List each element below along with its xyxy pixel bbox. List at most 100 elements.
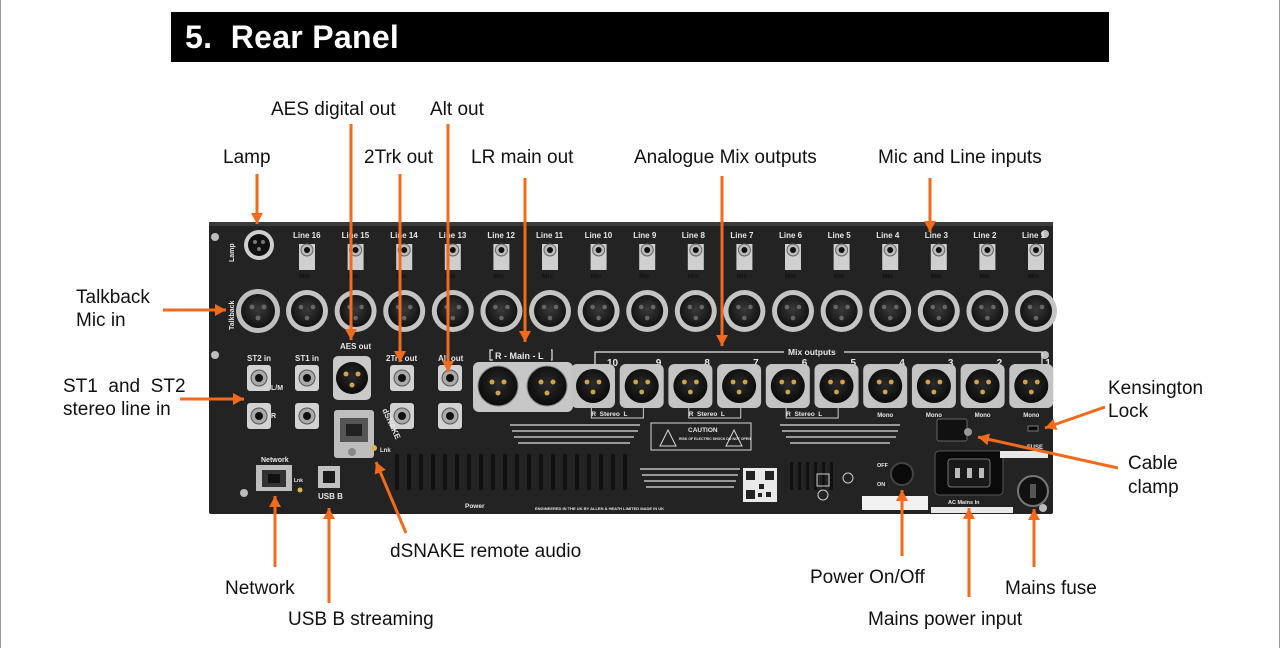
- main-xlr[interactable]: [526, 365, 568, 407]
- mix-output-xlr[interactable]: [571, 364, 615, 408]
- usb-b-port[interactable]: [318, 466, 340, 488]
- qr-code: [743, 468, 777, 502]
- mic-xlr[interactable]: [869, 290, 912, 332]
- cable-clamp[interactable]: [936, 418, 968, 442]
- mix-output-xlr[interactable]: [765, 364, 810, 408]
- panel-on-label: ON: [877, 482, 885, 488]
- power-switch[interactable]: [890, 462, 914, 486]
- line-input-jack[interactable]: [785, 243, 801, 270]
- vent-slot: [515, 454, 519, 490]
- line-input-jack[interactable]: [1028, 243, 1044, 270]
- vent-slot: [575, 454, 579, 490]
- line-input-jack[interactable]: [542, 243, 558, 270]
- mix-output-xlr[interactable]: [960, 364, 1005, 408]
- st2-jack[interactable]: [247, 403, 271, 429]
- line-input-jack[interactable]: [590, 243, 607, 270]
- line-input-jacks: [299, 243, 1044, 270]
- xlr-inputs: [286, 290, 1057, 332]
- stereo-pair-bracket: [688, 408, 742, 419]
- mic-xlr[interactable]: [723, 290, 766, 332]
- mic-xlr[interactable]: [480, 290, 523, 332]
- two-trk-jack[interactable]: [390, 365, 414, 391]
- section-title-text: Rear Panel: [230, 19, 400, 55]
- mix-stereo-label: R Stereo L: [689, 411, 725, 418]
- panel-lamp-label: Lamp: [229, 243, 236, 262]
- mix-output-number: 7: [753, 358, 759, 369]
- mix-output-xlr[interactable]: [814, 364, 859, 408]
- mic-xlr[interactable]: [674, 290, 717, 332]
- mix-output-xlr[interactable]: [1009, 364, 1054, 408]
- line-input-jack[interactable]: [493, 243, 510, 270]
- mic-xlr[interactable]: [917, 290, 960, 332]
- alt-jack[interactable]: [438, 403, 462, 429]
- dsnake-port[interactable]: [334, 410, 374, 458]
- mix-output-number: 8: [704, 358, 710, 369]
- mic-xlr[interactable]: [820, 290, 863, 332]
- fuse-rating-box: [1000, 451, 1048, 458]
- vent-slot: [527, 454, 531, 490]
- callout-arrow: [394, 174, 406, 362]
- mic-label: Mic: [785, 273, 796, 280]
- panel-usb-label: USB B: [318, 492, 343, 501]
- line-input-jack[interactable]: [979, 243, 996, 270]
- line-input-jack[interactable]: [687, 243, 704, 270]
- mic-label: Mic: [591, 273, 602, 280]
- line-input-jack[interactable]: [736, 243, 753, 270]
- mic-label: Mic: [396, 273, 407, 280]
- line-input-jack[interactable]: [882, 243, 899, 270]
- mic-xlr[interactable]: [383, 290, 426, 332]
- callout-usb: USB B streaming: [288, 609, 434, 630]
- kensington-slot[interactable]: [1027, 425, 1039, 432]
- callout-arrow: [963, 508, 975, 597]
- mains-inlet[interactable]: [934, 450, 1004, 496]
- mic-xlr[interactable]: [286, 290, 328, 332]
- st2-jack[interactable]: [247, 365, 271, 391]
- mic-xlr[interactable]: [772, 290, 814, 332]
- lamp-socket[interactable]: [244, 230, 274, 260]
- st1-jack[interactable]: [295, 403, 319, 429]
- mix-output-number: 4: [899, 358, 905, 369]
- line-label: Line 15: [342, 231, 370, 240]
- vent-slot: [431, 454, 435, 490]
- mic-xlr[interactable]: [1015, 290, 1057, 332]
- mix-output-xlr[interactable]: [911, 364, 956, 408]
- line-input-jack[interactable]: [299, 243, 315, 270]
- mic-xlr[interactable]: [334, 290, 377, 332]
- two-trk-jack[interactable]: [390, 403, 414, 429]
- panel-aes-label: AES out: [340, 342, 371, 351]
- line-input-jack[interactable]: [833, 243, 850, 270]
- mix-output-number: 3: [948, 358, 954, 369]
- mic-xlr[interactable]: [626, 290, 669, 332]
- mic-xlr[interactable]: [577, 290, 620, 332]
- aes-out-xlr[interactable]: [333, 356, 371, 400]
- main-lr-label-bg: [493, 349, 551, 361]
- mix-output-xlr[interactable]: [619, 364, 664, 408]
- mix-output-xlr[interactable]: [863, 364, 908, 408]
- compliance-logos: [816, 472, 854, 501]
- panel-alt-label: Alt out: [438, 354, 464, 363]
- st1-jack[interactable]: [295, 365, 319, 391]
- alt-jack[interactable]: [438, 365, 462, 391]
- mic-label: Mic: [688, 273, 699, 280]
- line-input-jack[interactable]: [930, 243, 947, 270]
- vent-slot: [479, 454, 483, 490]
- panel-lnk-label: Lnk: [380, 448, 391, 454]
- mic-label: Mic: [979, 273, 990, 280]
- mic-label: Mic: [834, 273, 845, 280]
- mic-xlr[interactable]: [431, 290, 474, 332]
- mix-output-xlr[interactable]: [717, 364, 762, 408]
- talkback-xlr[interactable]: [236, 289, 280, 333]
- mic-xlr[interactable]: [966, 290, 1009, 332]
- mains-fuse-holder[interactable]: [1017, 475, 1049, 507]
- line-label: Line 4: [876, 231, 900, 240]
- line-label: Line 7: [730, 231, 754, 240]
- mic-xlr[interactable]: [529, 290, 571, 332]
- callout-mains-input: Mains power input: [868, 609, 1023, 630]
- main-xlr[interactable]: [477, 365, 519, 407]
- network-port[interactable]: [256, 465, 292, 491]
- line-input-jack[interactable]: [639, 243, 656, 270]
- mix-output-xlr[interactable]: [668, 364, 713, 408]
- callout-mains-fuse: Mains fuse: [1005, 578, 1097, 599]
- network-led: [297, 487, 303, 493]
